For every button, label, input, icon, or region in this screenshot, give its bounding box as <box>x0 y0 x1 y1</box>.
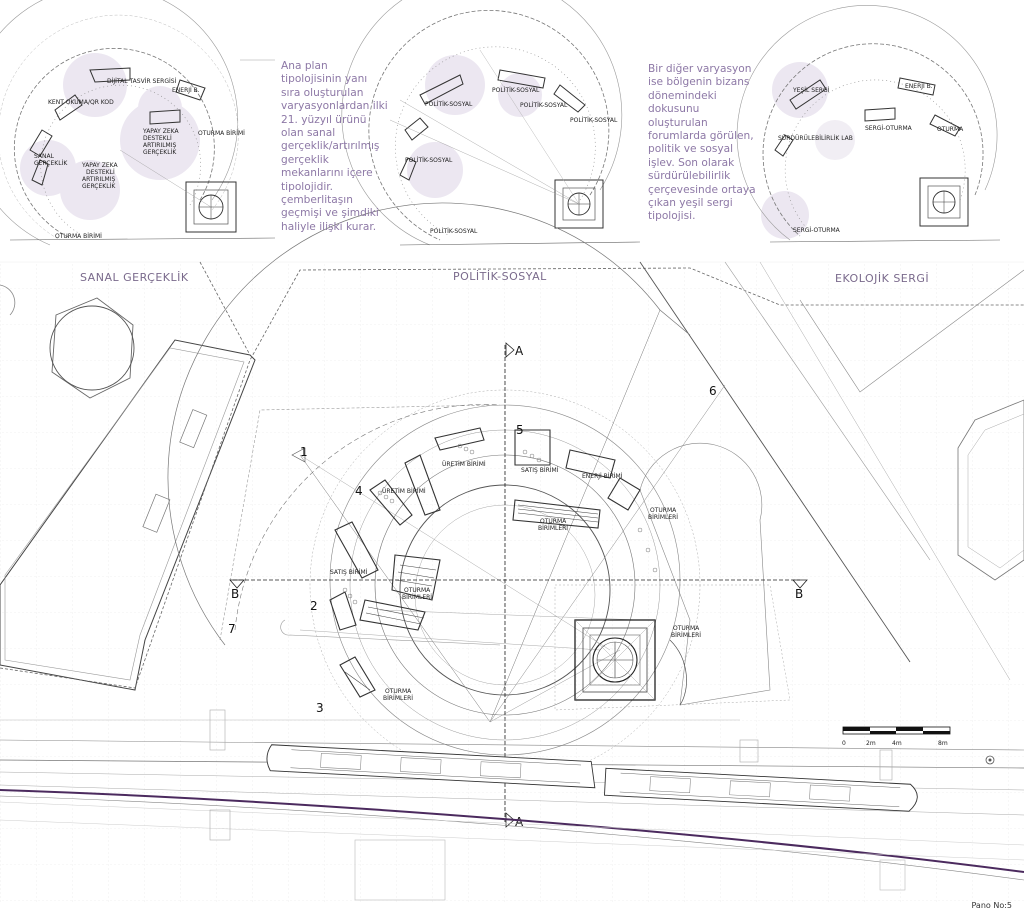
street <box>0 709 1024 901</box>
virt-label-0: DİJİTAL TASVİR SERGİSİ <box>107 78 177 85</box>
variant-ecological: YEŞİL SERGİ ENERJİ B. SÜRDÜRÜLEBİLİRLİK … <box>736 5 1001 243</box>
virt-label-2: KENT OKUMA/QR KOD <box>48 99 114 106</box>
scale-mark-0: 0 <box>842 740 846 747</box>
sheet-number: Pano No:5 <box>971 901 1012 910</box>
section-a-top: A <box>515 344 524 358</box>
plan-unit-12: BİRİMLERİ <box>671 632 701 639</box>
plan-number-5: 5 <box>516 423 524 437</box>
virt-label-8: SANAL <box>34 153 55 160</box>
scale-mark-8m: 8m <box>938 740 948 747</box>
virt-label-3: YAPAY ZEKA <box>142 128 179 135</box>
plan-unit-5: BİRİMLERİ <box>648 514 678 521</box>
pol-label-5: POLİTİK-SOSYAL <box>430 228 478 235</box>
plan-number-7: 7 <box>228 622 236 636</box>
section-b-right: B <box>795 587 803 601</box>
variant-political: POLİTİK-SOSYAL POLİTİK-SOSYAL POLİTİK-SO… <box>341 0 641 246</box>
virt-label-4: DESTEKLİ <box>143 135 172 142</box>
plan-unit-3: ENERJİ BİRİMİ <box>582 473 623 480</box>
section-a-bottom: A <box>515 815 524 829</box>
ecological-description: Bir diğer varyasyon ise bölgenin bizans … <box>648 63 756 223</box>
plan-unit-11: OTURMA <box>673 625 700 632</box>
eco-label-0: YEŞİL SERGİ <box>792 87 830 94</box>
plan-number-2: 2 <box>310 599 318 613</box>
virt-label-1: ENERJİ B. <box>172 87 200 94</box>
virt-label-11: DESTEKLİ <box>86 169 115 176</box>
plan-labels: ÜRETİM BİRİMİ ÜRETİM BİRİMİ SATIŞ BİRİMİ… <box>228 344 803 829</box>
plan-unit-14: BİRİMLERİ <box>383 695 413 702</box>
plan-unit-7: BİRİMLERİ <box>538 525 568 532</box>
plan-number-1: 1 <box>300 445 308 459</box>
eco-label-5: SERGİ-OTURMA <box>793 227 841 234</box>
plan-unit-6: OTURMA <box>540 518 567 525</box>
plan-unit-9: OTURMA <box>404 587 431 594</box>
pol-label-4: POLİTİK-SOSYAL <box>405 157 453 164</box>
pol-label-0: POLİTİK-SOSYAL <box>425 101 473 108</box>
pol-label-1: POLİTİK-SOSYAL <box>492 87 540 94</box>
virt-label-7: OTURMA BİRİMİ <box>198 130 245 137</box>
plan-unit-2: SATIŞ BİRİMİ <box>521 467 559 474</box>
virt-label-6: GERÇEKLİK <box>143 149 177 156</box>
virt-label-9: GERÇEKLİK <box>34 160 68 167</box>
title-virtual: SANAL GERÇEKLİK <box>80 271 189 284</box>
plan-unit-13: OTURMA <box>385 688 412 695</box>
eco-label-1: ENERJİ B. <box>905 83 933 90</box>
pol-label-2: POLİTİK-SOSYAL <box>520 102 568 109</box>
site-context <box>0 261 1024 691</box>
plan-number-6: 6 <box>709 384 717 398</box>
plan-unit-10: BİRİMLERİ <box>402 594 432 601</box>
scale-mark-2m: 2m <box>866 740 876 747</box>
virtual-description: Ana plan tipolojisinin yanı sıra oluştur… <box>281 60 388 233</box>
title-political: POLİTİK-SOSYAL <box>453 270 547 283</box>
eco-label-4: OTURMA <box>937 126 964 133</box>
eco-label-2: SÜRDÜRÜLEBİLİRLİK LAB <box>778 135 853 142</box>
variant-virtual: DİJİTAL TASVİR SERGİSİ ENERJİ B. KENT OK… <box>0 0 276 246</box>
scale-bar: 0 2m 4m 8m <box>842 726 951 747</box>
plan-number-3: 3 <box>316 701 324 715</box>
pol-label-3: POLİTİK-SOSYAL <box>570 117 618 124</box>
title-ecological: EKOLOJİK SERGİ <box>835 272 929 285</box>
plan-unit-8: SATIŞ BİRİMİ <box>330 569 368 576</box>
virt-label-5: ARTIRILMIŞ <box>143 142 176 149</box>
virt-label-12: ARTIRILMIŞ <box>82 176 115 183</box>
plan-number-4: 4 <box>355 484 363 498</box>
section-b-left: B <box>231 587 239 601</box>
main-plan <box>167 202 808 828</box>
virt-label-14: OTURMA BİRİMİ <box>55 233 102 240</box>
plan-unit-0: ÜRETİM BİRİMİ <box>442 461 486 468</box>
plan-unit-4: OTURMA <box>650 507 677 514</box>
scale-mark-4m: 4m <box>892 740 902 747</box>
virt-label-10: YAPAY ZEKA <box>81 162 118 169</box>
virt-label-13: GERÇEKLİK <box>82 183 116 190</box>
plan-unit-1: ÜRETİM BİRİMİ <box>382 488 426 495</box>
eco-label-3: SERGİ-OTURMA <box>865 125 913 132</box>
